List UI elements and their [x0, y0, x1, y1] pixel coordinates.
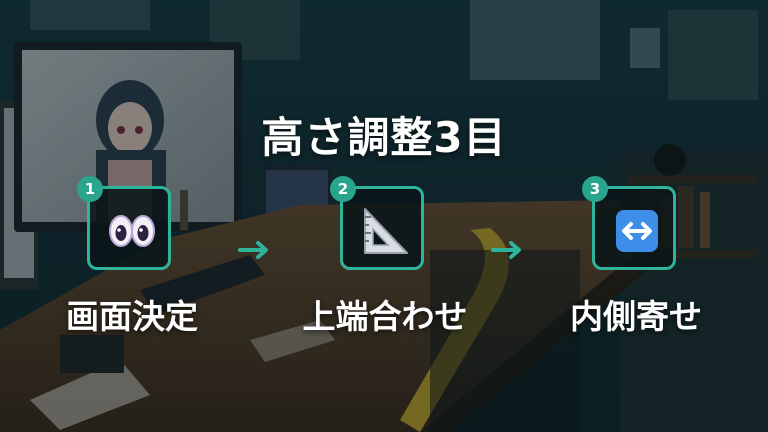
arrow-right-icon: [491, 241, 521, 259]
step-2-frame: [340, 186, 424, 270]
step-2-number: 2: [330, 176, 356, 202]
page-title: 高さ調整3目: [261, 113, 507, 162]
step-3-number: 3: [582, 176, 608, 202]
left-right-arrow-icon: [616, 210, 658, 252]
step-3: 3: [582, 176, 682, 276]
step-1: 1: [77, 176, 177, 276]
step-3-label: 内側寄せ: [570, 297, 702, 336]
step-3-frame: [592, 186, 676, 270]
step-1-number: 1: [77, 176, 103, 202]
step-1-frame: [87, 186, 171, 270]
eyes-icon: [109, 215, 155, 247]
triangular-ruler-icon: [364, 208, 408, 254]
step-1-label: 画面決定: [66, 297, 198, 336]
step-2-label: 上端合わせ: [302, 297, 468, 336]
arrow-right-icon: [238, 241, 268, 259]
step-2: 2: [330, 176, 430, 276]
